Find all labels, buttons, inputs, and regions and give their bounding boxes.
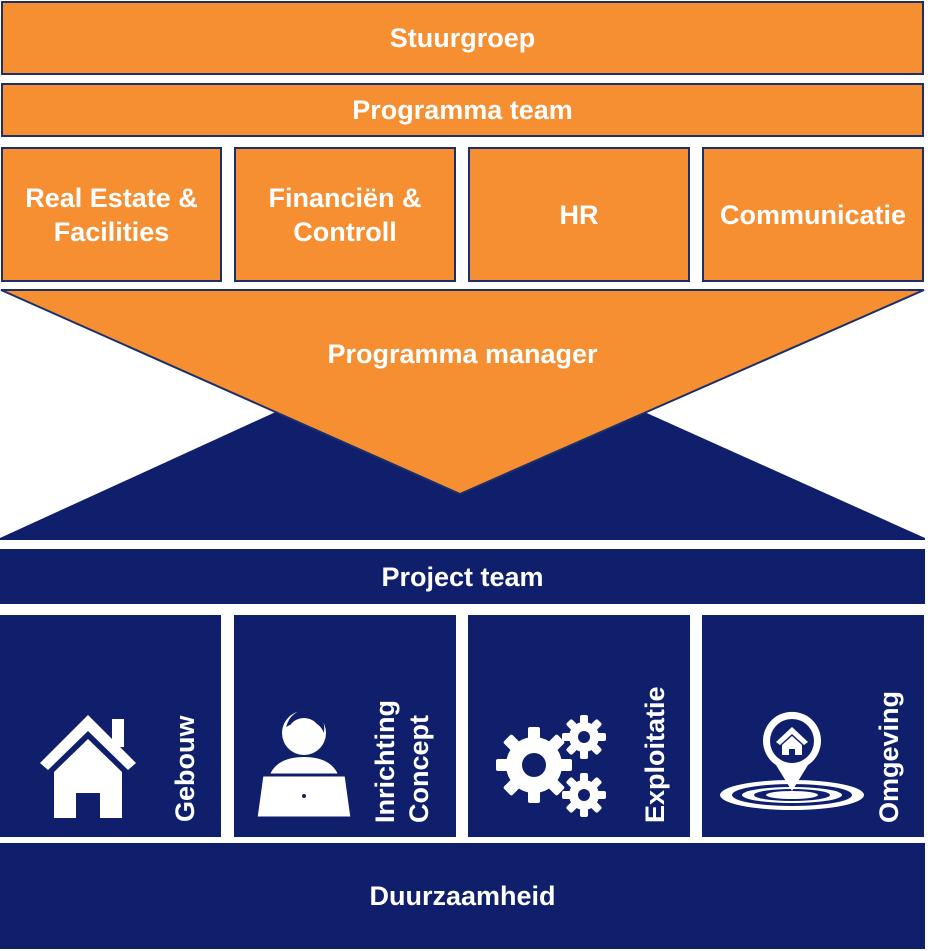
- pillar-inrichting-concept: Inrichting Concept: [234, 615, 456, 837]
- location-pin-icon: [720, 711, 864, 810]
- department-line1: Real Estate &: [25, 182, 198, 213]
- pillar-gebouw: Gebouw: [0, 615, 221, 837]
- department-label: Financiën & Controll: [268, 181, 421, 249]
- programma-team-bar: Programma team: [1, 83, 924, 137]
- pillar-omgeving: Omgeving: [702, 615, 924, 837]
- pillar-label-line1: Inrichting: [370, 700, 400, 823]
- department-label: Communicatie: [719, 199, 907, 230]
- programma-team-label: Programma team: [352, 95, 573, 125]
- pillar-exploitatie: Exploitatie: [468, 615, 690, 837]
- department-label: Real Estate & Facilities: [25, 181, 198, 249]
- pillar-label-line2: Concept: [404, 715, 434, 823]
- department-label: HR: [559, 199, 599, 230]
- stuurgroep-label: Stuurgroep: [389, 23, 536, 53]
- department-financien: Financiën & Controll: [234, 147, 456, 282]
- orange-manager-triangle: [0, 289, 925, 496]
- programma-manager-label: Programma manager: [327, 339, 598, 369]
- stuurgroep-bar: Stuurgroep: [1, 1, 924, 75]
- department-real-estate: Real Estate & Facilities: [1, 147, 222, 282]
- pillar-label: Omgeving: [874, 690, 904, 823]
- house-icon: [40, 715, 136, 818]
- pillar-label: Inrichting Concept: [368, 685, 436, 823]
- pillar-label: Exploitatie: [640, 686, 670, 823]
- department-hr: HR: [468, 147, 690, 282]
- project-team-bar: Project team: [0, 549, 925, 604]
- duurzaamheid-label: Duurzaamheid: [369, 881, 556, 911]
- department-line1: Financiën &: [268, 182, 422, 213]
- department-line2: Facilities: [53, 216, 170, 247]
- person-laptop-icon: [254, 710, 354, 820]
- department-line2: Controll: [293, 216, 397, 247]
- pillar-label: Gebouw: [170, 715, 200, 823]
- programma-manager-label-box: Programma manager: [160, 334, 765, 374]
- duurzaamheid-bar: Duurzaamheid: [0, 843, 925, 949]
- department-communicatie: Communicatie: [702, 147, 924, 282]
- project-team-label: Project team: [381, 561, 544, 592]
- gears-icon: [496, 715, 606, 817]
